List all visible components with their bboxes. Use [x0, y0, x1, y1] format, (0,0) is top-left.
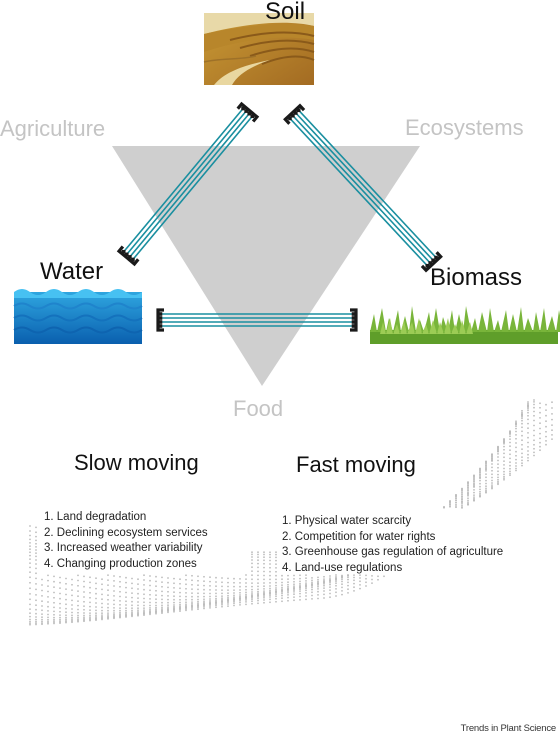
list-item: 2. Declining ecosystem services [44, 526, 208, 539]
list-item: 3. Increased weather variability [44, 542, 203, 554]
connector-soil-water [116, 101, 260, 267]
water-image [13, 289, 143, 344]
list-item: 1. Land degradation [44, 511, 147, 523]
list-item: 3. Greenhouse gas regulation of agricult… [282, 546, 504, 558]
grass-image [370, 306, 560, 344]
connector-soil-biomass [283, 103, 443, 273]
corner-label-food: Food [233, 396, 284, 421]
list-item: 4. Changing production zones [44, 557, 197, 570]
list-item: 2. Competition for water rights [282, 530, 436, 543]
connector-water-biomass [156, 308, 358, 332]
soil-image [203, 13, 315, 85]
slow-moving-heading: Slow moving [74, 450, 199, 475]
list-item: 1. Physical water scarcity [282, 515, 412, 527]
node-label-soil: Soil [265, 0, 306, 25]
node-label-water: Water [40, 258, 104, 285]
fast-moving-list: 1. Physical water scarcity 2. Competitio… [282, 514, 503, 576]
triangle [112, 146, 420, 386]
node-label-biomass: Biomass [430, 264, 523, 291]
journal-credit: Trends in Plant Science [460, 723, 557, 734]
fast-moving-heading: Fast moving [296, 452, 416, 477]
slow-moving-list: 1. Land degradation 2. Declining ecosyst… [44, 510, 208, 572]
list-item: 4. Land-use regulations [282, 561, 403, 574]
dotted-wave-background [29, 399, 553, 626]
connectors [116, 101, 443, 332]
corner-label-ecosystems: Ecosystems [405, 115, 524, 140]
corner-label-agriculture: Agriculture [0, 116, 106, 141]
